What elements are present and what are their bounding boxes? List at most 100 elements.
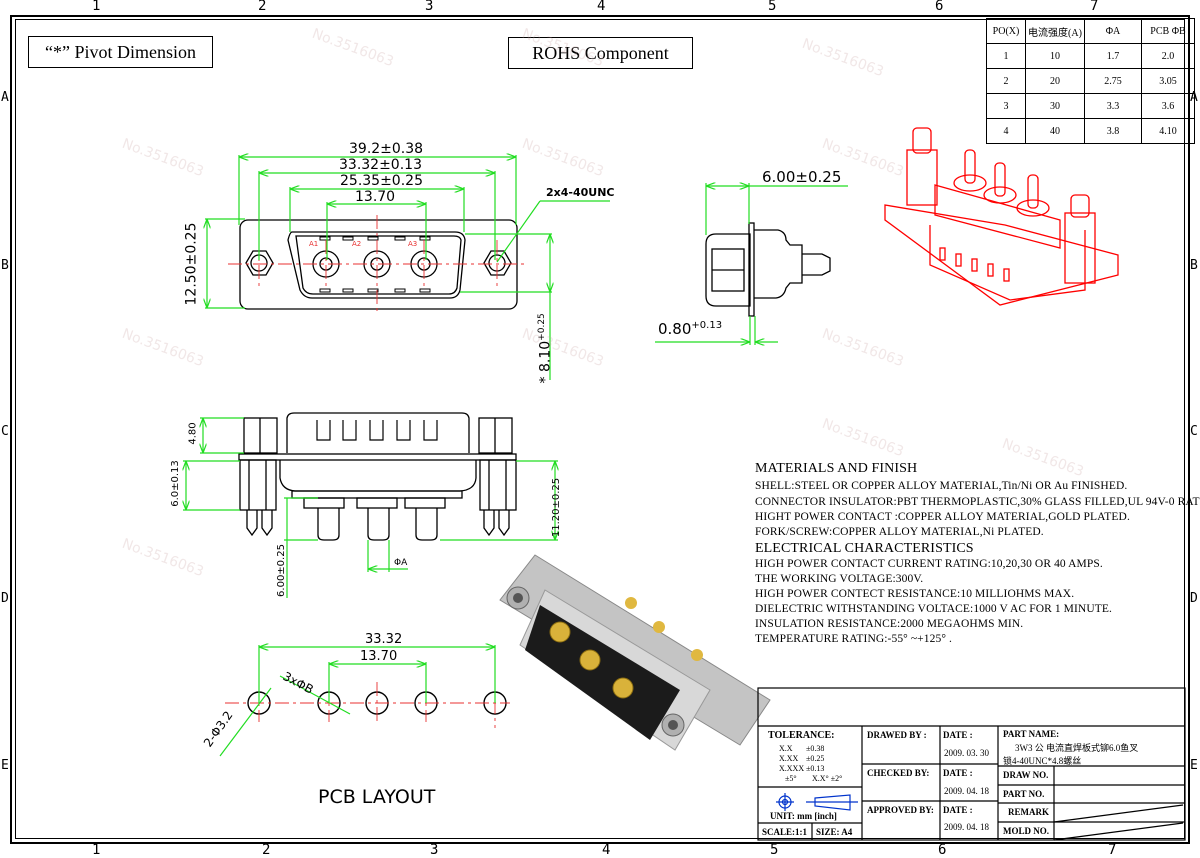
contact-label-a2: A2 (352, 240, 362, 248)
boardlock-left (239, 459, 277, 511)
tolerance-key: X.XXX (779, 764, 805, 773)
size-label: SIZE: A4 (816, 827, 853, 837)
contact-label-a3: A3 (408, 240, 418, 248)
pivot-dimension-note: “*” Pivot Dimension (28, 36, 213, 68)
zone-col-1-bottom: 1 (92, 842, 101, 858)
material-line: FORK/SCREW:COPPER ALLOY MATERIAL,Ni PLAT… (755, 526, 1044, 538)
dim-boardlock-length: 6.0±0.13 (169, 460, 181, 507)
dim-depth: 6.00±0.25 (762, 168, 842, 186)
mating-shell (286, 412, 470, 453)
dim-total-length: 11.20±0.25 (551, 477, 563, 538)
cell: 3.6 (1141, 93, 1195, 119)
cell: 4.10 (1141, 118, 1195, 144)
insulator-body (279, 460, 477, 492)
front-centerlines (228, 215, 528, 312)
cell: 4 (986, 118, 1026, 144)
dim-flange-value: 0.80 (658, 320, 692, 338)
tolerance-value: ±0.25 (806, 754, 825, 763)
zone-row-b-right: B (1190, 258, 1198, 273)
zone-col-4: 4 (597, 0, 606, 14)
po-header-phi-a: ΦA (1084, 18, 1142, 44)
zone-row-c-right: C (1190, 424, 1198, 439)
electrical-line: THE WORKING VOLTAGE:300V. (755, 573, 924, 585)
electrical-line: INSULATION RESISTANCE:2000 MEGAOHMS MIN. (755, 618, 1024, 630)
cell: 3.05 (1141, 68, 1195, 94)
dim-standoff-height: 4.80 (187, 422, 199, 445)
date-label: DATE : (943, 805, 973, 815)
electrical-title: ELECTRICAL CHARACTERISTICS (755, 541, 974, 556)
boardlock-right (479, 459, 517, 511)
pin-2 (367, 508, 390, 541)
front-shell (287, 231, 466, 299)
angle-tolerance: ±5° (785, 774, 797, 783)
dim-contact-spacing: 13.70 (355, 189, 396, 205)
dim-pivot-8-10: * 8.10+0.25 (537, 313, 554, 383)
approved-by-label: APPROVED BY: (867, 805, 934, 815)
side-pin (802, 253, 831, 276)
zone-row-e: E (1, 758, 9, 773)
date-label: DATE : (943, 730, 973, 740)
drawing-frame-inner (15, 19, 1185, 839)
part-name-line2: 锁4-40UNC*4.8螺丝 (1003, 756, 1082, 766)
scale-label: SCALE:1:1 (762, 827, 808, 837)
dim-flange-height: 12.50±0.25 (183, 222, 200, 306)
dim-flange-thickness: 0.80+0.13 (658, 320, 722, 338)
cell: 10 (1025, 43, 1085, 69)
cell: 30 (1025, 93, 1085, 119)
date-drawed: 2009. 03. 30 (944, 748, 989, 758)
pin-1 (317, 508, 340, 541)
cell: 3.8 (1084, 118, 1142, 144)
cell: 40 (1025, 118, 1085, 144)
po-header-current: 电流强度(A) (1025, 18, 1085, 44)
cell: 2.0 (1141, 43, 1195, 69)
materials-title: MATERIALS AND FINISH (755, 461, 918, 476)
part-name-line1: 3W3 公 电流直焊板式铆6.0鱼叉 (1015, 743, 1139, 753)
tolerance-key: X.XX (779, 754, 799, 763)
thread-callout: 2x4-40UNC (546, 186, 615, 199)
cell: 3 (986, 93, 1026, 119)
part-name-label: PART NAME: (1003, 729, 1060, 739)
cell: 2 (986, 68, 1026, 94)
title-block-grid (757, 687, 1186, 841)
zone-row-c: C (1, 424, 9, 439)
dim-overall-width: 39.2±0.38 (349, 141, 424, 157)
dim-flange-tol-upper: +0.13 (691, 320, 723, 331)
po-header-po: PO(X) (986, 18, 1026, 44)
zone-col-2-bottom: 2 (262, 842, 271, 858)
cell: 3.3 (1084, 93, 1142, 119)
dim-pivot-tol-upper: +0.25 (536, 313, 547, 341)
front-nut-left (245, 250, 274, 276)
zone-col-6-bottom: 6 (938, 842, 947, 858)
zone-row-d: D (1, 591, 9, 606)
zone-row-d-right: D (1190, 591, 1198, 606)
dim-pin-length: 6.00±0.25 (275, 544, 287, 597)
dim-pivot-value: * 8.10 (537, 340, 554, 384)
dim-mount-hole-spacing: 33.32±0.13 (339, 157, 422, 173)
mold-no-label: MOLD NO. (1003, 826, 1049, 836)
side-flange (748, 222, 755, 317)
flange-profile (238, 453, 517, 461)
tolerance-label: TOLERANCE: (768, 730, 835, 741)
electrical-line: HIGH POWER CONTACT CURRENT RATING:10,20,… (755, 558, 1103, 570)
dim-shell-width: 25.35±0.25 (340, 173, 423, 189)
front-view (239, 219, 518, 310)
material-line: HIGHT POWER CONTACT :COPPER ALLOY MATERI… (755, 511, 1130, 523)
front-dimensions (205, 155, 610, 380)
zone-col-1: 1 (92, 0, 101, 14)
bottom-view (238, 412, 517, 541)
zone-col-2: 2 (258, 0, 267, 14)
zone-col-7-bottom: 7 (1108, 842, 1117, 858)
tolerance-key: X.X (779, 744, 793, 753)
iso-view-drawing (884, 127, 1119, 306)
side-view (705, 222, 831, 317)
tolerance-value: ±0.38 (806, 744, 825, 753)
date-label: DATE : (943, 768, 973, 778)
zone-col-6: 6 (935, 0, 944, 14)
date-approved: 2009. 04. 18 (944, 822, 989, 832)
pcb-centerlines (225, 675, 510, 728)
